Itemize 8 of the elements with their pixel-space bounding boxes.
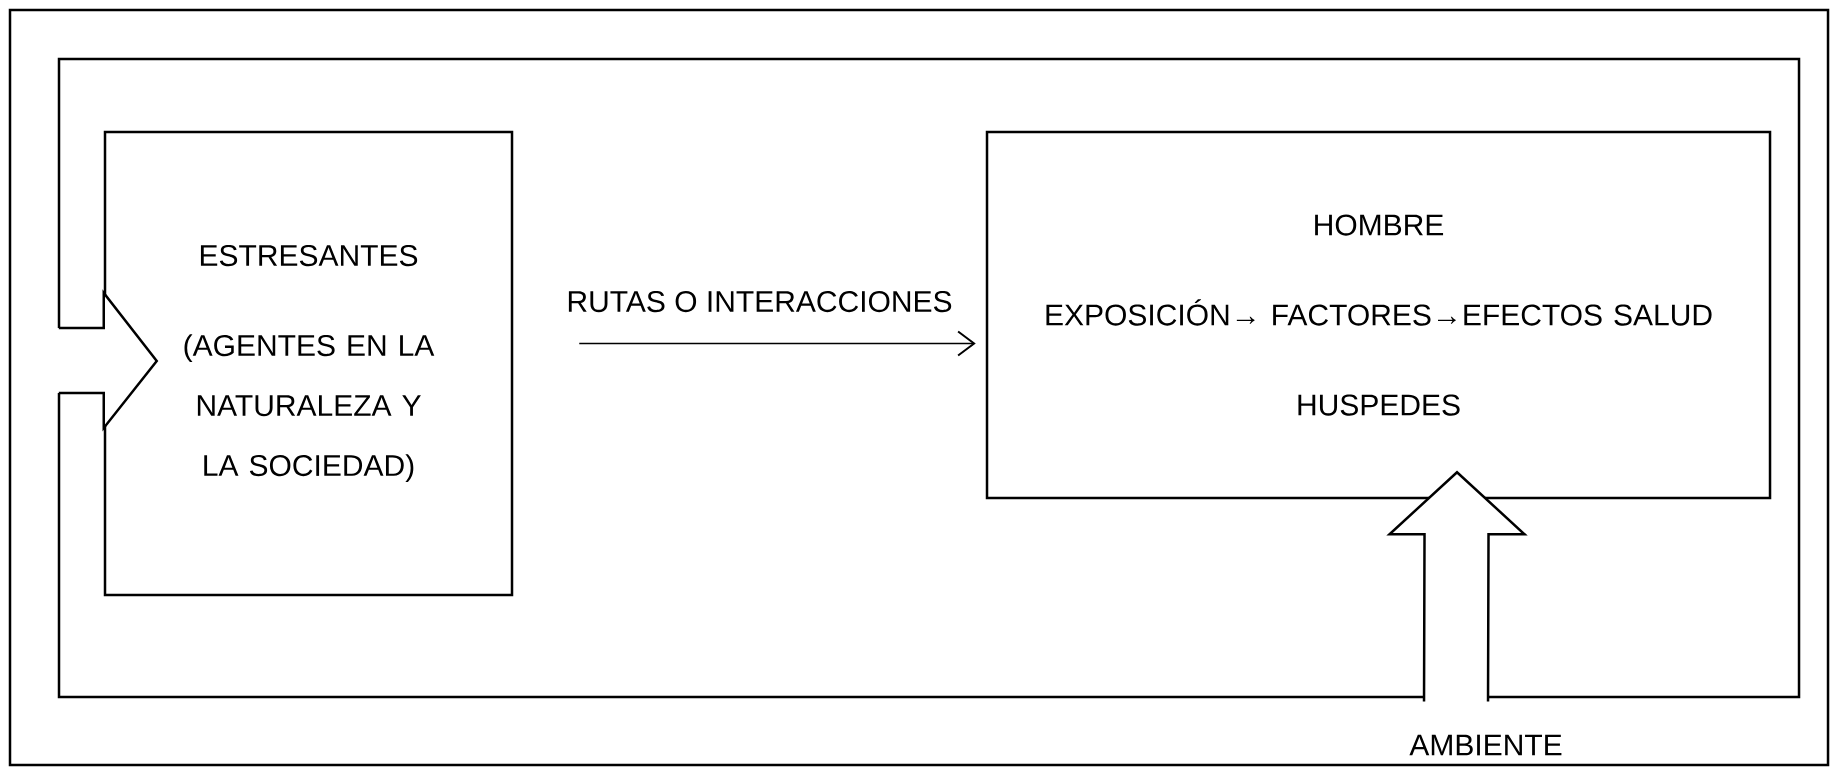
block-arrow <box>57 289 159 432</box>
edge-label: RUTAS O INTERACCIONES <box>564 288 955 315</box>
text-label: AMBIENTE <box>1409 734 1562 756</box>
arrow <box>578 330 976 357</box>
process-box: HOMBRE EXPOSICIÓN→ FACTORES→EFECTOS SALUD HUSPEDES <box>985 130 1772 500</box>
block-arrow <box>1386 470 1528 703</box>
process-box: ESTRESANTES (AGENTES EN LA NATURALEZA Y LA SOCIEDAD) <box>103 130 514 597</box>
loop-outline <box>57 57 1801 699</box>
